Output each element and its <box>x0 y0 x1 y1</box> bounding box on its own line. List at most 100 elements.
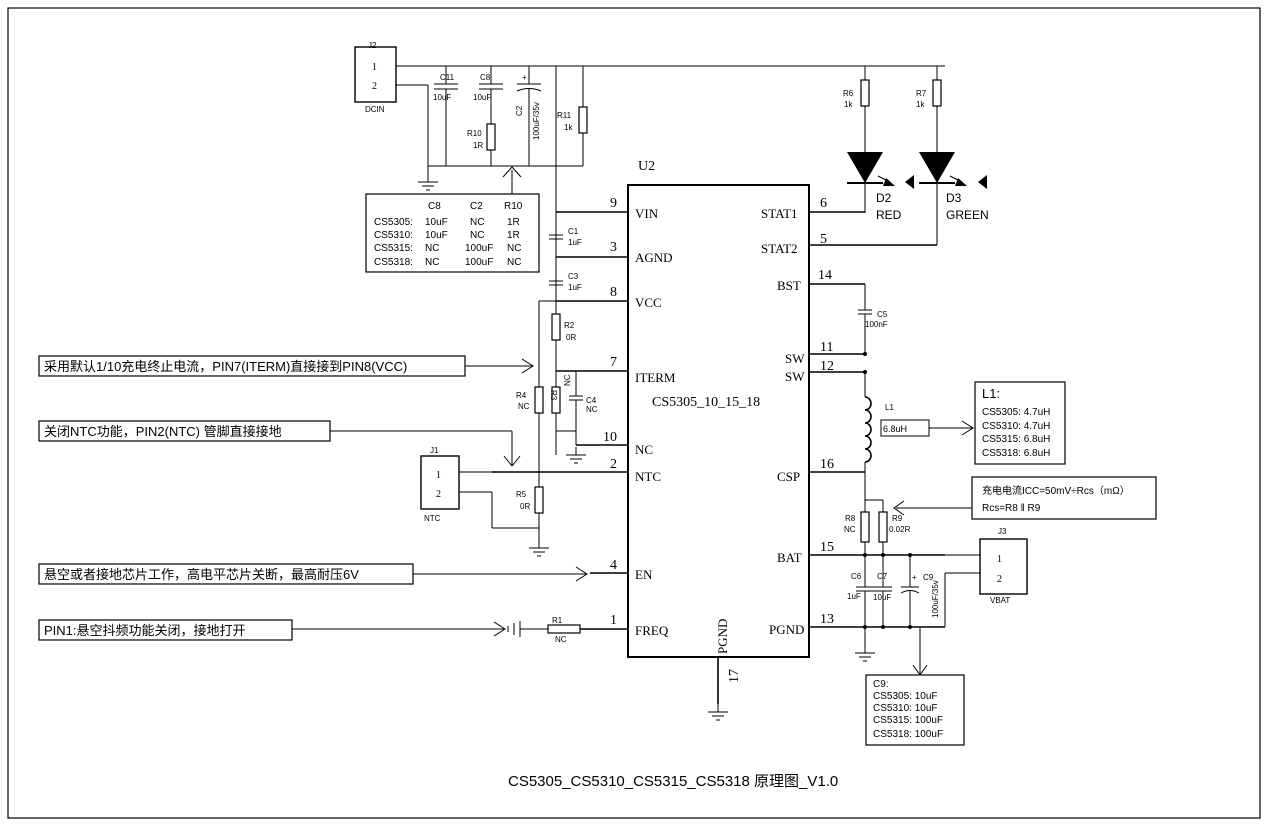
connector-j3: J3 1 2 VBAT <box>979 527 1028 605</box>
r6-value: 1k <box>844 100 853 109</box>
d3-ref: D3 <box>946 191 962 205</box>
j3-name: VBAT <box>990 596 1010 605</box>
j1-name: NTC <box>424 514 441 523</box>
c5-value: 100nF <box>865 320 888 329</box>
r9-ref: R9 <box>892 514 903 523</box>
pin-number: 9 <box>610 196 617 211</box>
resistor-r5: R5 0R <box>516 472 544 540</box>
resistor-r11: R11 1k <box>557 66 588 166</box>
capacitor-c7: C7 10uF <box>873 555 892 627</box>
note-ntc: 关闭NTC功能，PIN2(NTC) 管脚直接接地 <box>38 420 521 467</box>
resistor-r2: R2 0R <box>551 313 576 342</box>
c1-value: 1uF <box>568 238 582 247</box>
r3-value: NC <box>563 374 572 386</box>
c9-value: 100uF/35v <box>931 580 940 618</box>
c4-value: NC <box>586 405 598 414</box>
c3-ref: C3 <box>568 272 579 281</box>
charge-note-rcs: Rcs=R8 ‖ R9 <box>982 503 1041 514</box>
pin-number: 7 <box>610 355 617 370</box>
capacitor-c9: + C9 100uF/35v <box>900 555 940 627</box>
c9-note-line: CS5310: 10uF <box>873 703 938 714</box>
j2-ref: J2 <box>368 41 377 50</box>
d2-ref: D2 <box>876 191 892 205</box>
c7-ref: C7 <box>877 572 888 581</box>
resistor-r7: R7 1k <box>916 66 942 152</box>
resistor-r10: R10 1R <box>467 123 496 166</box>
pin-number: 10 <box>603 430 617 445</box>
led-d3: D3 GREEN <box>919 152 989 245</box>
capacitor-c8: C8 10uF <box>473 66 503 124</box>
l1-note-line: CS5305: 4.7uH <box>982 407 1050 418</box>
note-en-text: 悬空或者接地芯片工作，高电平芯片关断，最高耐压6V <box>44 567 359 582</box>
pin-number: 3 <box>610 240 617 255</box>
c2-plus: + <box>522 73 527 82</box>
c1-ref: C1 <box>568 227 579 236</box>
r8-ref: R8 <box>845 514 856 523</box>
pin-number: 5 <box>820 232 827 247</box>
c2-ref: C2 <box>515 105 524 116</box>
l1-note-title: L1: <box>982 386 1000 401</box>
pin-number: 15 <box>820 540 834 555</box>
pin-number: 2 <box>610 457 617 472</box>
c9-note-line: CS5305: 10uF <box>873 691 938 702</box>
capacitor-c2: + C2 100uF/35v <box>515 66 542 166</box>
j1-pin2-label: 2 <box>436 489 441 500</box>
capacitor-c6: C6 1uF <box>847 555 874 627</box>
r4-value: NC <box>518 402 530 411</box>
r10-ref: R10 <box>467 129 482 138</box>
c9-note: C9: CS5305: 10uF CS5310: 10uF CS5315: 10… <box>865 674 965 746</box>
c11-ref: C11 <box>440 73 455 82</box>
note-freq-text: PIN1:悬空抖频功能关闭，接地打开 <box>44 623 246 638</box>
c9-note-line: CS5315: 100uF <box>873 715 943 726</box>
note-iterm-text: 采用默认1/10充电终止电流，PIN7(ITERM)直接接到PIN8(VCC) <box>44 359 407 374</box>
c4-ref: C4 <box>586 396 597 405</box>
resistor-r4: R4 NC <box>516 386 544 472</box>
d3-color: GREEN <box>946 208 989 222</box>
r2-value: 0R <box>566 333 576 342</box>
note-en: 悬空或者接地芯片工作，高电平芯片关断，最高耐压6V <box>38 563 588 585</box>
r4-ref: R4 <box>516 391 527 400</box>
pin-number: 17 <box>727 669 742 683</box>
pin-name-en: EN <box>635 567 653 582</box>
pin-name-bst: BST <box>777 278 801 293</box>
pin-name-bat: BAT <box>777 550 802 565</box>
pin-number: 11 <box>820 340 833 355</box>
input-table-cell: 1R <box>507 230 520 241</box>
j2-pin2-label: 2 <box>372 81 377 92</box>
j3-ref: J3 <box>998 527 1007 536</box>
pin-name-nc: NC <box>635 442 653 457</box>
l1-note-line: CS5318: 6.8uH <box>982 448 1050 459</box>
pin-number: 16 <box>820 457 834 472</box>
input-table-cell: 10uF <box>425 217 448 228</box>
inductor-l1: L1 6.8uH <box>864 396 930 463</box>
r5-value: 0R <box>520 502 530 511</box>
pin-number: 14 <box>818 268 832 283</box>
pin-number: 1 <box>610 613 617 628</box>
c8-value: 10uF <box>473 93 491 102</box>
input-table-header: C8 <box>428 201 441 212</box>
r8-value: NC <box>844 525 856 534</box>
j1-pin1-label: 1 <box>436 470 441 481</box>
input-table-cell: CS5315: <box>374 243 413 254</box>
pin-name-sw: SW <box>785 351 805 366</box>
resistor-r8: R8 NC <box>844 511 870 555</box>
c8-ref: C8 <box>480 73 491 82</box>
c3-value: 1uF <box>568 283 582 292</box>
c9-note-title: C9: <box>873 679 889 690</box>
u2-ref: U2 <box>638 159 655 174</box>
pin-name-agnd: AGND <box>635 250 673 265</box>
l1-note-line: CS5310: 4.7uH <box>982 421 1050 432</box>
connector-j2: J2 1 2 DCIN <box>354 41 397 114</box>
pin-name-pgnd: PGND <box>769 622 804 637</box>
r3-ref: R3 <box>549 390 558 401</box>
c7-value: 10uF <box>873 593 891 602</box>
j2-pin1-label: 1 <box>372 62 377 73</box>
input-table-cell: CS5310: <box>374 230 413 241</box>
r11-value: 1k <box>564 123 573 132</box>
r7-value: 1k <box>916 100 925 109</box>
pin-name-sw: SW <box>785 369 805 384</box>
j3-pin2-label: 2 <box>997 574 1002 585</box>
note-iterm: 采用默认1/10充电终止电流，PIN7(ITERM)直接接到PIN8(VCC) <box>38 355 534 377</box>
input-table-cell: 100uF <box>465 243 493 254</box>
